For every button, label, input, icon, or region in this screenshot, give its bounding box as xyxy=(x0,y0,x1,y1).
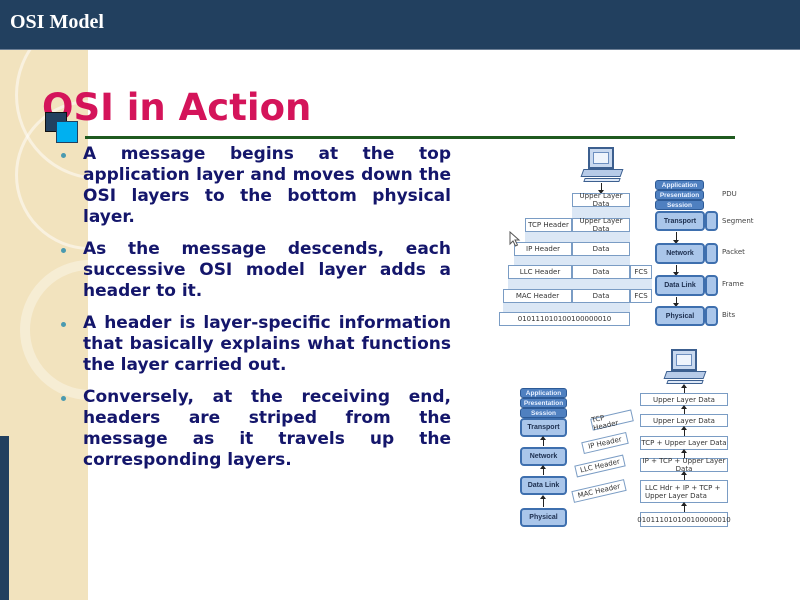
segment-label: Segment xyxy=(722,217,754,225)
layer-transport: Transport xyxy=(655,211,705,231)
layer-session: Session xyxy=(520,408,567,418)
ip-header-tag: IP Header xyxy=(581,431,629,455)
frame-label: Frame xyxy=(722,280,744,288)
llc-header-box: LLC Header xyxy=(508,265,572,279)
layer-presentation: Presentation xyxy=(520,398,567,408)
data-box: Data xyxy=(572,265,630,279)
layer-network: Network xyxy=(520,447,567,466)
fcs-box: FCS xyxy=(630,265,652,279)
layer-session: Session xyxy=(655,200,704,210)
bullet-list: A message begins at the top application … xyxy=(60,144,451,482)
decorative-bar xyxy=(0,436,9,600)
bullet-item: A message begins at the top application … xyxy=(60,144,451,228)
mac-header-box: MAC Header xyxy=(503,289,572,303)
header-title: OSI Model xyxy=(10,11,104,33)
title-underline xyxy=(85,136,735,139)
upper-layer-data-box: Upper Layer Data xyxy=(572,217,630,233)
layer-network: Network xyxy=(655,243,705,264)
layer-physical: Physical xyxy=(520,508,567,527)
mouse-cursor-icon xyxy=(509,231,521,247)
pdu-label: PDU xyxy=(722,190,737,198)
decorative-square-cyan xyxy=(56,121,78,143)
layer-physical: Physical xyxy=(655,306,705,326)
llc-header-tag: LLC Header xyxy=(574,454,626,478)
bits-label: Bits xyxy=(722,311,736,319)
stack-box: LLC Hdr + IP + TCP + Upper Layer Data xyxy=(640,480,728,503)
ip-header-box: IP Header xyxy=(514,242,572,256)
slide-title: OSI in Action xyxy=(42,86,312,129)
fcs-box: FCS xyxy=(630,289,652,303)
data-box: Data xyxy=(572,289,630,303)
tcp-header-tag: TCP Header xyxy=(590,409,634,432)
stack-box: IP + TCP + Upper Layer Data xyxy=(640,457,728,473)
layer-application: Application xyxy=(655,180,704,190)
bullet-item: A header is layer-specific information t… xyxy=(60,313,451,376)
bits-box: 010111010100100000010 xyxy=(499,312,630,326)
layer-application: Application xyxy=(520,388,567,398)
data-box: Data xyxy=(572,242,630,256)
mac-header-tag: MAC Header xyxy=(571,479,627,503)
layer-data-link: Data Link xyxy=(655,275,705,296)
bullet-item: As the message descends, each successive… xyxy=(60,239,451,302)
tcp-header-box: TCP Header xyxy=(525,218,572,232)
layer-transport: Transport xyxy=(520,418,567,437)
packet-label: Packet xyxy=(722,248,745,256)
slide-header-bar: OSI Model xyxy=(0,0,800,50)
bullet-item: Conversely, at the receiving end, header… xyxy=(60,387,451,471)
layer-data-link: Data Link xyxy=(520,476,567,495)
upper-layer-data-box: Upper Layer Data xyxy=(572,192,630,208)
stack-box: TCP + Upper Layer Data xyxy=(640,436,728,450)
bits-box: 010111010100100000010 xyxy=(637,512,731,527)
layer-presentation: Presentation xyxy=(655,190,704,200)
